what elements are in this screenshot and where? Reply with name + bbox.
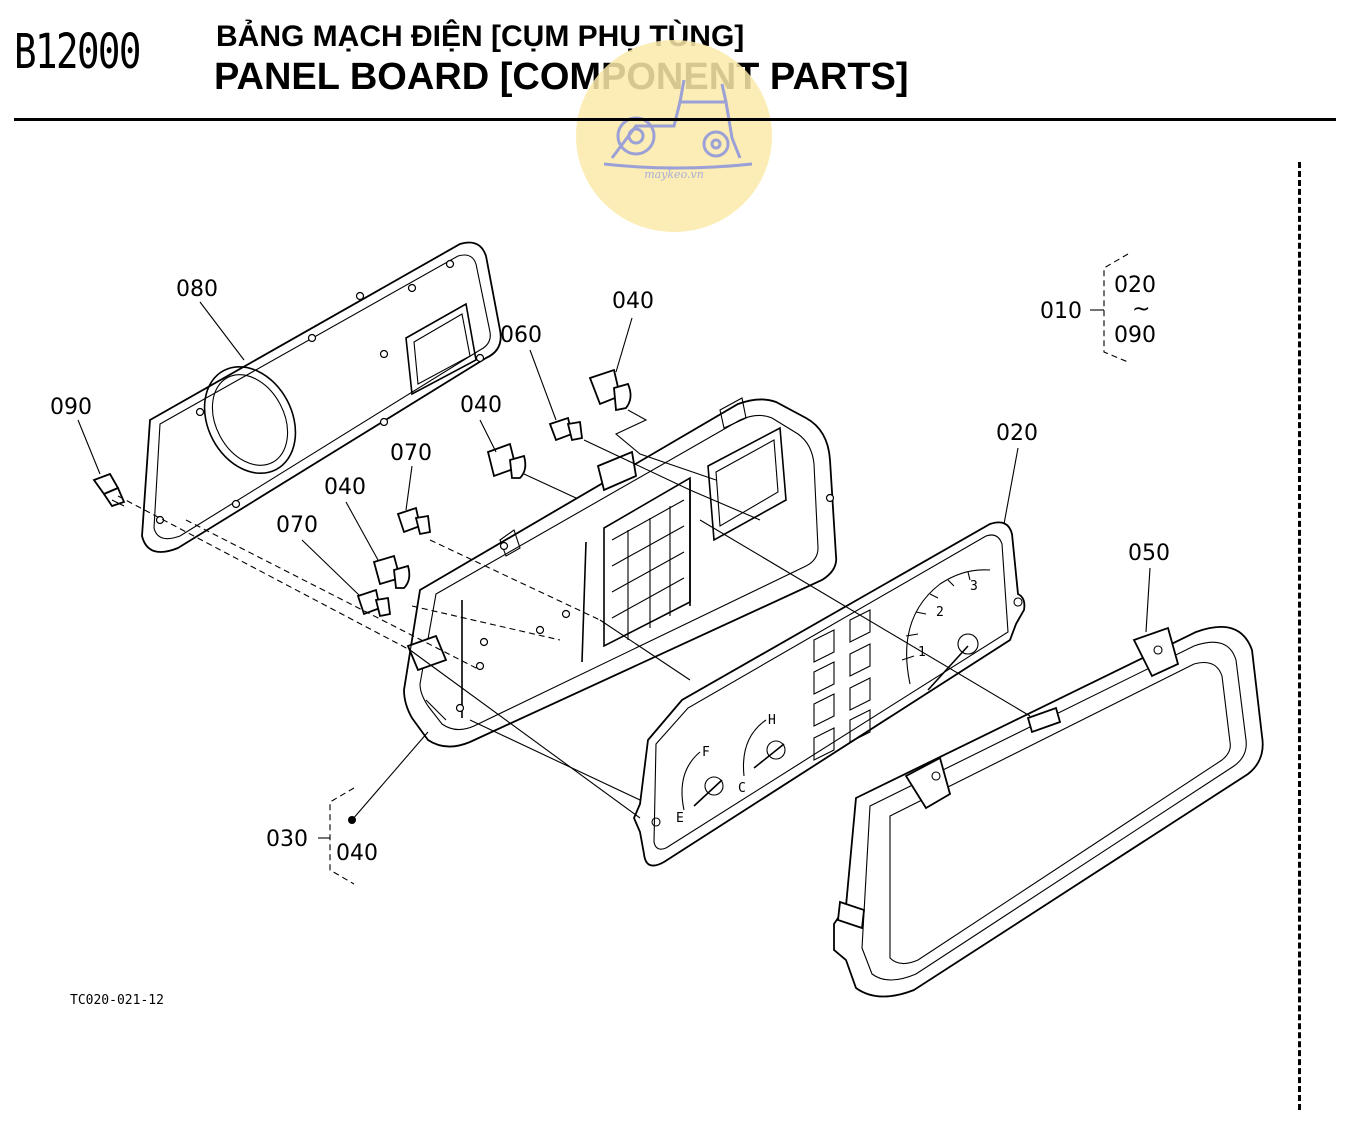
part-040-bulb-low (372, 554, 411, 589)
callout-010-range-end: 090 (1114, 323, 1156, 348)
callout-070-lower: 070 (276, 513, 318, 538)
part-070-bulb-lower (356, 588, 391, 618)
tach-mark-3: 3 (970, 579, 978, 594)
callout-080: 080 (176, 277, 218, 302)
callout-040-low: 040 (324, 475, 366, 500)
tach-mark-1: 1 (918, 645, 926, 660)
callout-040-top: 040 (612, 289, 654, 314)
part-030-housing (403, 397, 838, 748)
fuel-gauge: F E (676, 745, 724, 826)
assembly-lines (117, 409, 1031, 819)
leader-lines (77, 253, 1151, 885)
tach-mark-2: 2 (936, 605, 944, 620)
callout-030: 030 (266, 827, 308, 852)
part-040-bulb-top (588, 368, 632, 412)
callout-020: 020 (996, 421, 1038, 446)
callout-010-range-tilde: ~ (1132, 297, 1150, 322)
watermark-text: maykeo.vn (644, 168, 704, 181)
page-margin-dashed-line (1298, 162, 1301, 1110)
callout-050: 050 (1128, 541, 1170, 566)
indicator-lamp-grid (813, 609, 871, 761)
temp-mark-c: C (738, 781, 746, 796)
figure-code: TC020-021-12 (70, 993, 164, 1008)
callout-030-range: 040 (336, 841, 378, 866)
callout-090: 090 (50, 395, 92, 420)
watermark-logo: maykeo.vn (576, 40, 772, 232)
fuel-mark-e: E (676, 811, 684, 826)
title-english: PANEL BOARD [COMPONENT PARTS] (214, 56, 909, 98)
clip-part (1026, 706, 1062, 734)
temperature-gauge: H C (738, 713, 786, 796)
part-090-screw (92, 472, 126, 508)
header-rule (14, 118, 1336, 121)
callout-070-upper: 070 (390, 441, 432, 466)
part-020-meter-plate: 1 2 3 F E H C (633, 521, 1026, 867)
part-050-lens-cover (833, 625, 1264, 998)
fuel-mark-f: F (702, 745, 710, 760)
part-080-back-plate (141, 241, 502, 553)
tachometer-dial: 1 2 3 (901, 569, 991, 691)
callout-010: 010 (1040, 299, 1082, 324)
temp-mark-h: H (768, 713, 776, 728)
part-070-bulb-upper (396, 506, 431, 536)
section-code: B12000 (14, 24, 141, 80)
callout-040-mid: 040 (460, 393, 502, 418)
tractor-icon (603, 79, 753, 170)
part-060-bulb (548, 416, 583, 442)
part-040-bulb-mid (486, 442, 527, 479)
callout-010-range-start: 020 (1114, 273, 1156, 298)
callout-060: 060 (500, 323, 542, 348)
